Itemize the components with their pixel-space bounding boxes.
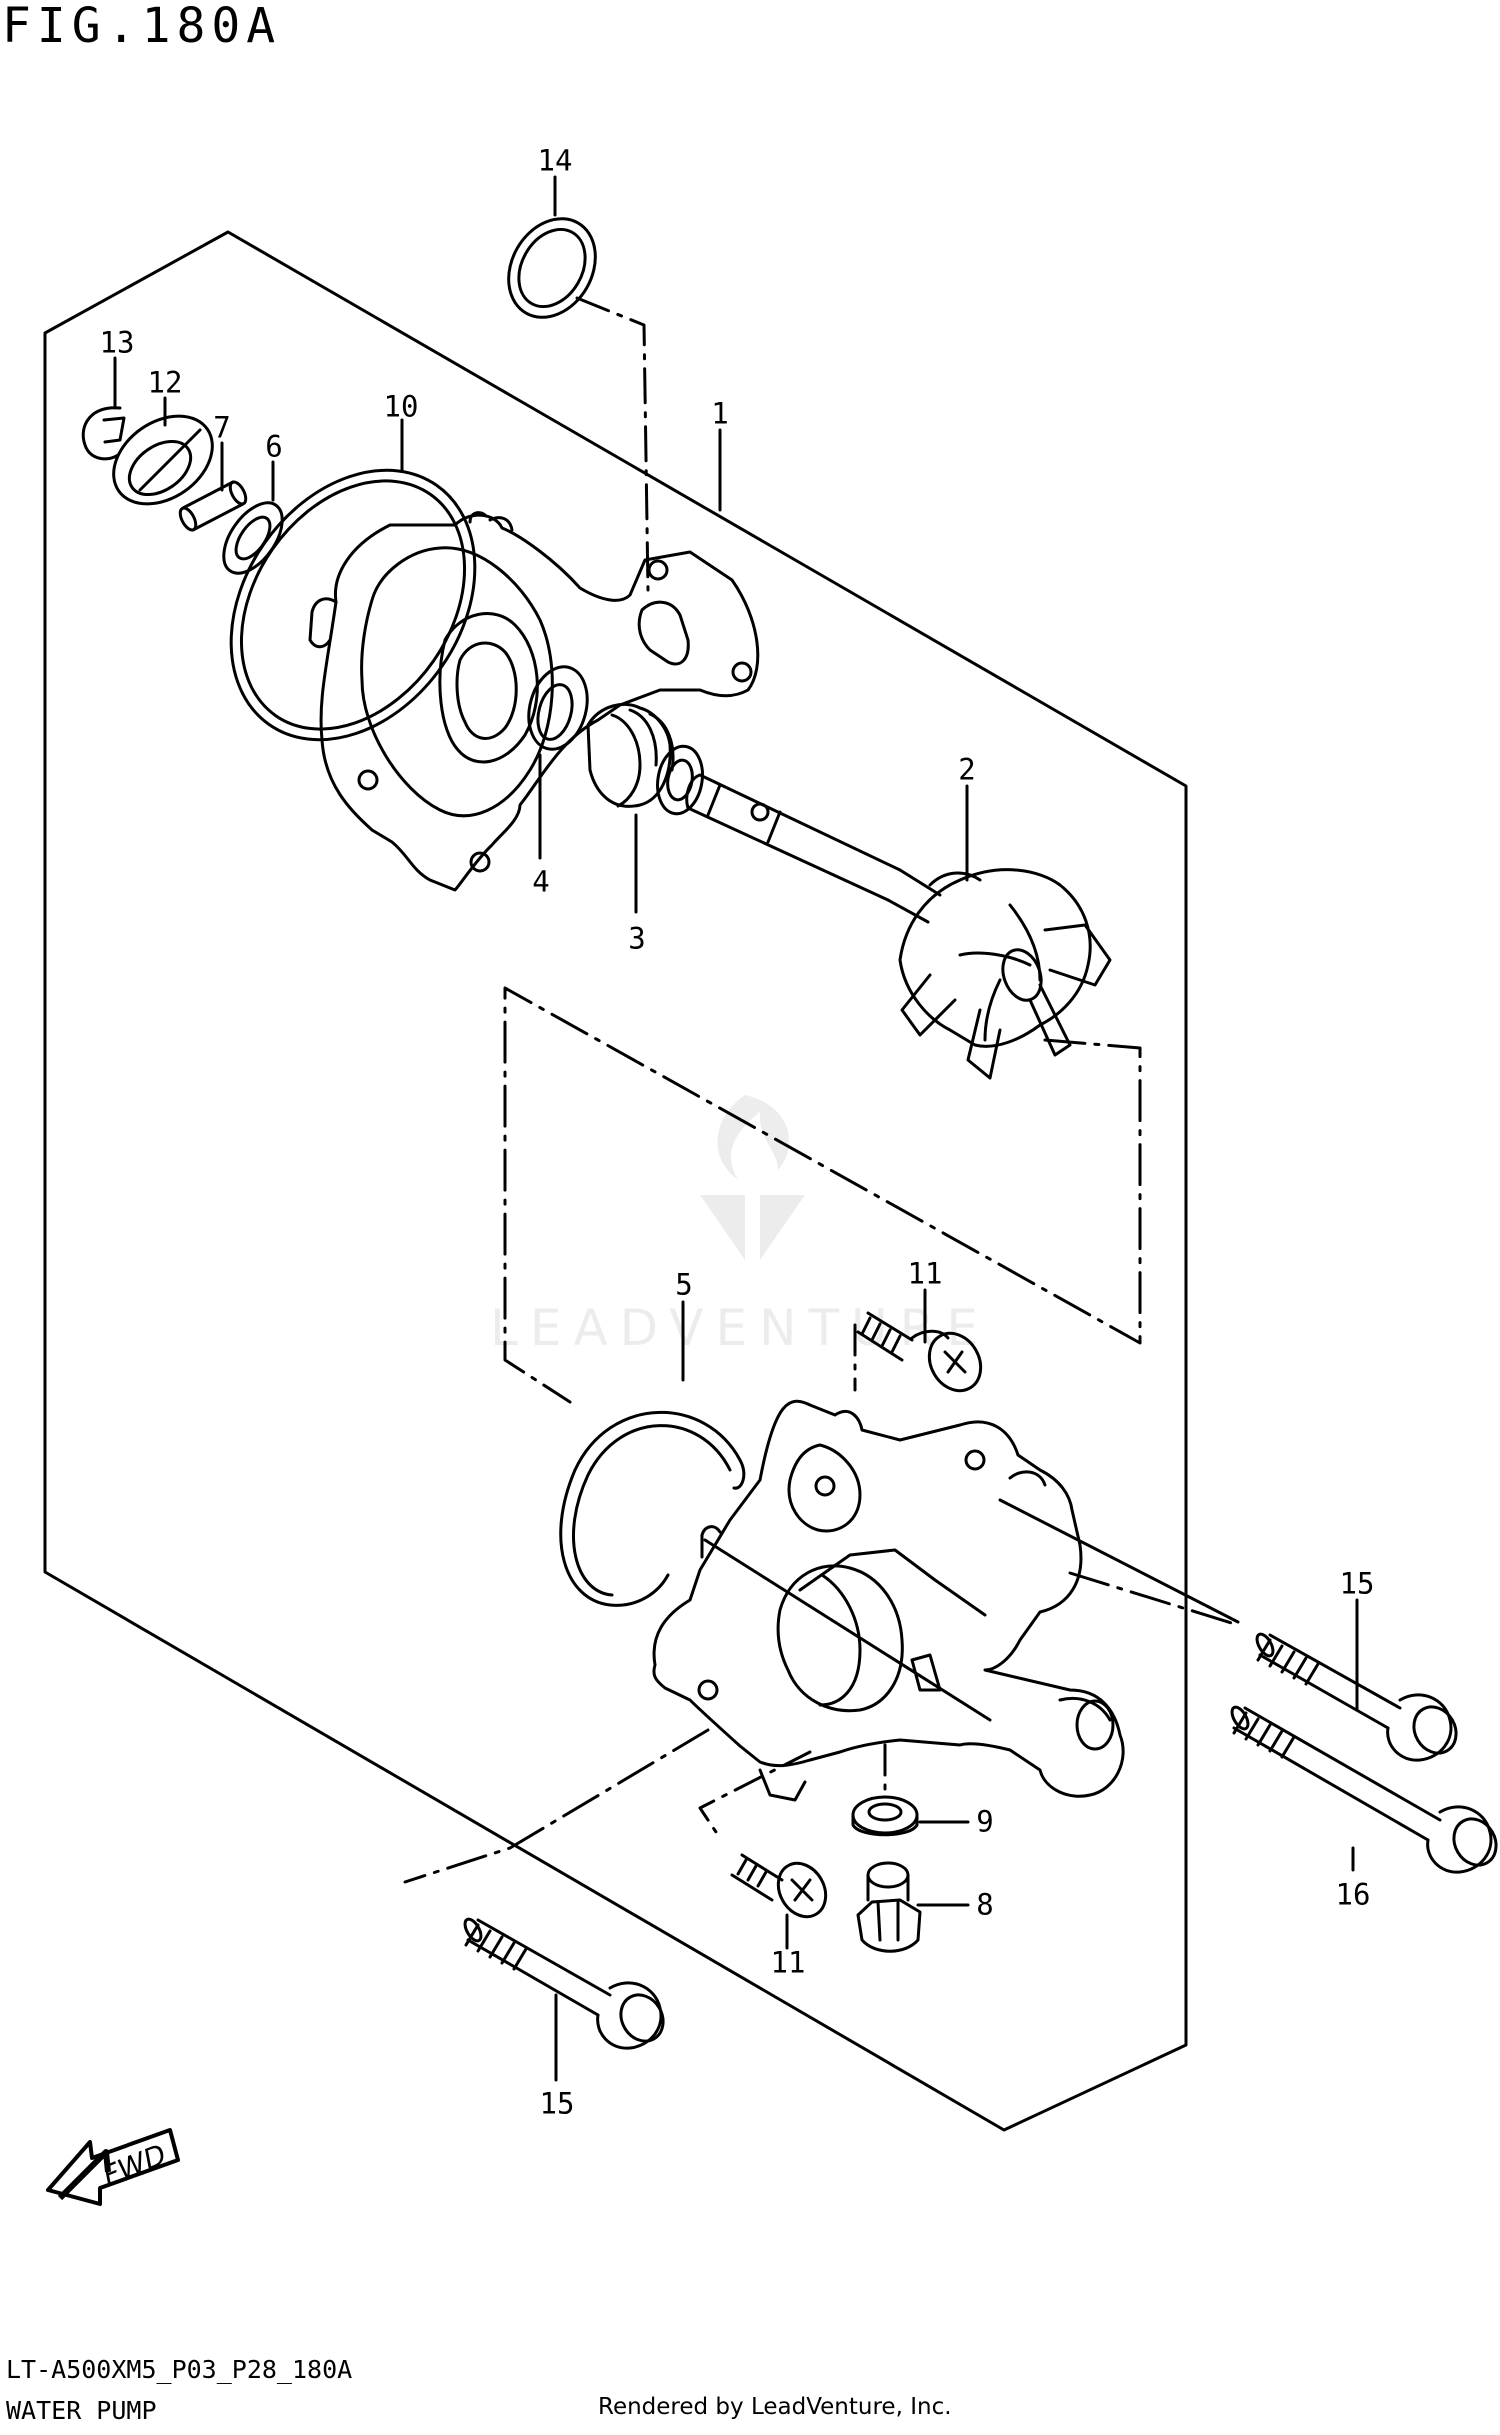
- o-ring-5-part: [559, 1411, 746, 1607]
- diagram-code: LT-A500XM5_P03_P28_180A: [6, 2355, 353, 2384]
- e-clip-13-part: [81, 406, 126, 461]
- mechanical-seal-3-part: [586, 702, 704, 816]
- pin-7-part: [178, 480, 248, 532]
- callout-11-upper[interactable]: 11: [907, 1256, 943, 1291]
- callout-7[interactable]: 7: [213, 410, 231, 445]
- bolt-15-lower-part: [463, 1917, 665, 2050]
- callout-11-lower[interactable]: 11: [770, 1945, 806, 1980]
- leadventure-watermark: LEADVENTURE: [490, 1095, 990, 1357]
- section-name: WATER PUMP: [6, 2396, 157, 2425]
- bolt-16-part: [1230, 1705, 1498, 1874]
- callout-5[interactable]: 5: [675, 1267, 693, 1302]
- pump-cover-1-part: [308, 511, 760, 892]
- assembly-frame: [43, 230, 1188, 2132]
- callout-9[interactable]: 9: [976, 1804, 994, 1839]
- rendered-by: Rendered by LeadVenture, Inc.: [598, 2394, 952, 2420]
- callout-2[interactable]: 2: [958, 752, 976, 787]
- callout-10[interactable]: 10: [383, 389, 419, 424]
- pump-body-part: [652, 1399, 1240, 1802]
- bolt-11-lower-part: [730, 1853, 828, 1919]
- watermark-text: LEADVENTURE: [490, 1299, 990, 1357]
- bolt-11-upper-part: [856, 1311, 983, 1393]
- guide-line-front-bolt: [403, 1728, 710, 1884]
- guide-line-impeller: [503, 986, 1142, 1404]
- guide-line-14: [575, 296, 650, 592]
- callout-13[interactable]: 13: [99, 325, 135, 360]
- fwd-arrow-icon: FWD: [46, 2128, 180, 2206]
- callout-4[interactable]: 4: [532, 864, 550, 899]
- figure-title: FIG.180A: [2, 0, 282, 54]
- callout-8[interactable]: 8: [976, 1887, 994, 1922]
- retainer-12-part: [112, 414, 214, 506]
- o-ring-10-part: [229, 468, 477, 742]
- oil-seal-4-part: [527, 665, 589, 751]
- callout-15-lower[interactable]: 15: [539, 2086, 575, 2121]
- callout-1[interactable]: 1: [711, 396, 729, 431]
- o-ring-14-part: [507, 217, 597, 319]
- callout-15-upper[interactable]: 15: [1339, 1566, 1375, 1601]
- bolt-15-upper-part: [1255, 1632, 1458, 1762]
- callout-14[interactable]: 14: [537, 143, 573, 178]
- impeller-2-part: [685, 773, 1112, 1080]
- washer-9-part: [851, 1795, 919, 1837]
- callout-3[interactable]: 3: [628, 921, 646, 956]
- drain-bolt-8-part: [856, 1861, 922, 1953]
- guide-line-drain: [698, 1750, 812, 1840]
- guide-line-rear-bolts: [1068, 1571, 1240, 1627]
- callout-6[interactable]: 6: [265, 429, 283, 464]
- callout-16[interactable]: 16: [1335, 1877, 1371, 1912]
- callout-12[interactable]: 12: [147, 365, 183, 400]
